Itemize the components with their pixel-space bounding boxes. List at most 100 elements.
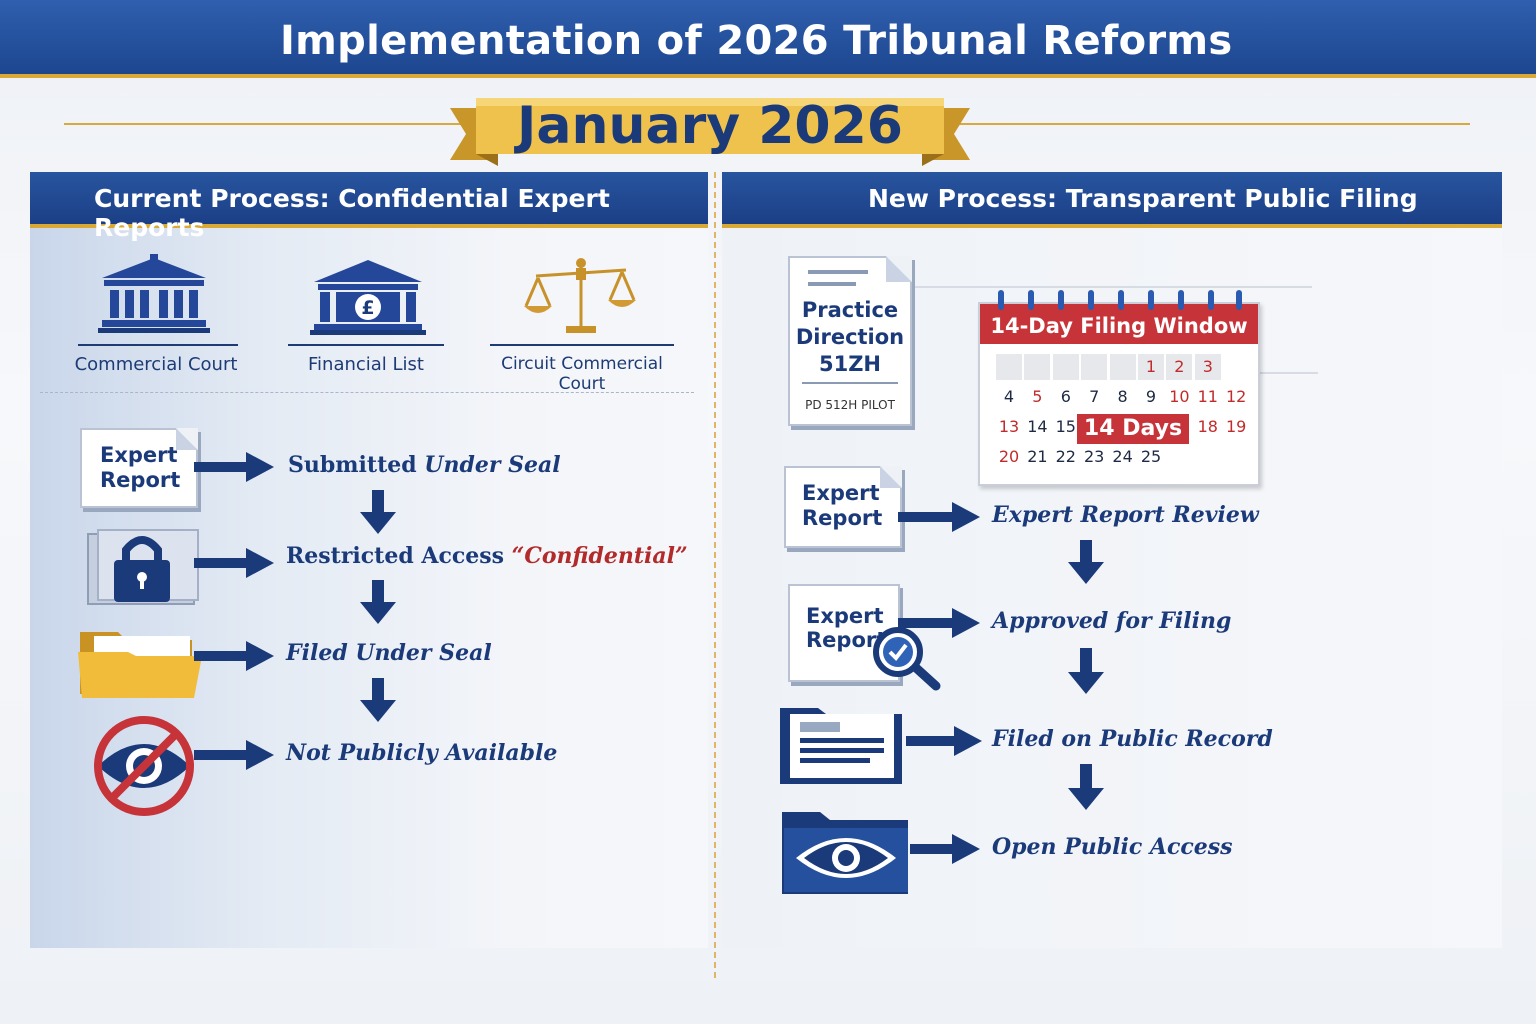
calendar-day [1109,354,1136,380]
arrow-right-icon [194,452,274,482]
practice-direction-document: Practice Direction 51ZH PD 512H PILOT [788,256,912,426]
step-approved-for-filing: Approved for Filing [992,608,1232,634]
new-process-title: New Process: Transparent Public Filing [868,184,1418,213]
calendar-day: 21 [1027,447,1048,466]
calendar-title: 14-Day Filing Window [980,304,1258,344]
doc-label-report: Report [100,468,181,492]
no-view-icon [94,716,194,816]
padlock-folder-icon [87,529,199,605]
step-filed-under-seal: Filed Under Seal [286,640,492,666]
arrow-down-icon [360,490,396,534]
step-expert-report-review: Expert Report Review [992,502,1259,528]
arrow-down-icon [1068,540,1104,584]
banner-rule-left [64,123,464,125]
step-submitted-under-seal: Submitted Under Seal [288,452,561,478]
doc-rule [808,282,856,286]
calendar-highlight: 14 Days [1077,414,1189,444]
practice-line-2: Direction [795,325,905,349]
expert-report-icon: Expert Report [80,428,198,508]
calendar-day: 14 [1027,417,1048,436]
circuit-underline [490,344,674,346]
current-process-header: Current Process: Confidential Expert Rep… [30,172,708,242]
doc-rule [802,382,898,384]
banner-date: January 2026 [517,96,903,156]
calendar-day: 18 [1197,417,1218,436]
calendar-day: 25 [1140,447,1162,466]
calendar-day: 5 [1032,387,1043,406]
arrow-right-icon [910,834,980,864]
court-label-financial: Financial List [307,354,424,375]
calendar-day: 19 [1226,417,1247,436]
court-label-commercial: Commercial Court [74,354,238,375]
doc-label-expert: Expert [806,604,884,628]
calendar-day: 2 [1166,354,1193,380]
step-restricted-words: Restricted Access [286,543,512,569]
magnifier-check-icon: Expert Report [788,584,900,682]
current-process-title: Current Process: Confidential Expert Rep… [94,184,610,242]
guide-line [1260,372,1318,374]
arrow-right-icon [898,502,980,532]
doc-rule [808,270,868,274]
page-title: Implementation of 2026 Tribunal Reforms [280,18,1233,64]
practice-footer: PD 512H PILOT [805,398,895,412]
arrow-down-icon [1068,648,1104,694]
calendar-rings-icon [998,290,1242,310]
financial-underline [288,344,444,346]
magnifier-icon [873,627,941,691]
calendar-day: 22 [1055,447,1076,466]
arrow-right-icon [194,641,274,671]
section-divider [40,392,694,393]
calendar-day: 8 [1117,387,1128,406]
step-open-public-access: Open Public Access [992,834,1233,860]
svg-text:£: £ [361,297,374,319]
confidential-label: “Confidential” [511,543,688,569]
calendar-day: 13 [998,417,1020,436]
calendar-day [996,354,1022,380]
calendar-day: 4 [1003,387,1015,406]
new-process-header: New Process: Transparent Public Filing [722,172,1502,228]
scales-icon [524,258,636,333]
calendar-day: 6 [1060,387,1071,406]
arrow-right-icon [898,608,980,638]
step-under-seal-words: Under Seal [416,452,561,478]
calendar-day [1024,354,1051,380]
panel-divider [714,172,716,978]
calendar-day: 9 [1145,387,1157,406]
calendar-day [1081,354,1108,380]
doc-label-report: Report [802,506,883,530]
court-underline [78,344,238,346]
calendar-day: 3 [1194,354,1221,380]
folder-icon [78,632,202,698]
step-restricted-access: Restricted Access “Confidential” [286,543,688,569]
banner-rule-right [958,123,1470,125]
header-bar: Implementation of 2026 Tribunal Reforms [0,0,1536,78]
calendar-day [1052,354,1079,380]
calendar-day: 12 [1226,387,1247,406]
calendar-day: 15 [1055,417,1076,436]
practice-line-3: 51ZH [818,352,882,376]
arrow-right-icon [906,726,982,756]
calendar-day: 23 [1084,447,1105,466]
step-filed-on-public-record: Filed on Public Record [992,726,1273,752]
doc-label-expert: Expert [100,443,178,467]
arrow-down-icon [1068,764,1104,810]
arrow-right-icon [194,548,274,578]
public-record-icon [780,708,902,784]
eye-folder-icon [782,812,908,894]
arrow-down-icon [360,580,396,624]
practice-line-1: Practice [801,298,899,322]
calendar-day: 11 [1197,387,1218,406]
calendar-day: 1 [1138,354,1164,380]
court-building-icon [98,254,210,333]
doc-label-report: Report [806,628,887,652]
calendar-day: 10 [1169,387,1190,406]
arrow-right-icon [194,740,274,770]
pound-bank-icon: £ [310,260,426,335]
calendar-day: 24 [1112,447,1133,466]
step-not-publicly-available: Not Publicly Available [286,740,558,766]
banner-ribbon [450,98,970,166]
calendar-day: 20 [998,447,1020,466]
new-process-panel: New Process: Transparent Public Filing [722,172,1502,948]
step-submitted-word: Submitted [288,452,417,478]
